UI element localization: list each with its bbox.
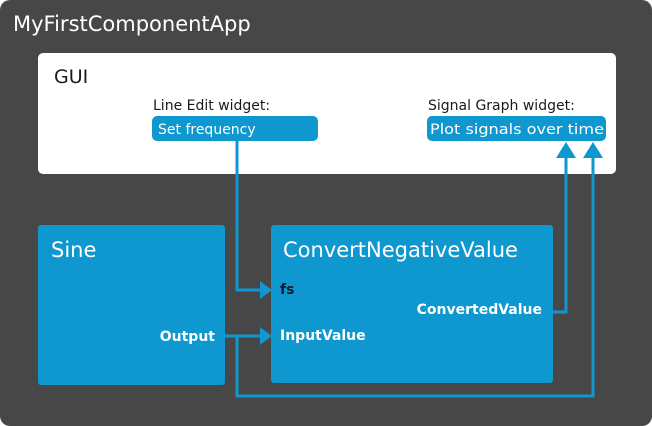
convert-component[interactable] [271,225,553,383]
gui-title: GUI [54,66,88,88]
gui-panel [38,53,616,174]
convert-output-port[interactable]: ConvertedValue [417,302,542,318]
signal-graph-label: Plot signals over time [430,122,604,138]
connection-output-to-graph [235,156,595,398]
arrow-graph-right [583,142,603,158]
connection-converted-to-graph [553,156,568,314]
sine-component[interactable] [38,225,225,385]
line-edit-caption: Line Edit widget: [153,98,270,114]
connections [225,141,595,398]
convert-title: ConvertNegativeValue [283,238,518,262]
line-edit-widget[interactable] [152,116,318,141]
line-edit-label: Set frequency [158,122,256,138]
sine-output-port[interactable]: Output [160,329,216,345]
app-title: MyFirstComponentApp [13,12,251,36]
connection-line-edit-to-fs [235,141,262,292]
signal-graph-widget[interactable] [427,116,606,141]
arrow-fs [260,281,272,299]
arrowheads [260,142,603,345]
sine-title: Sine [51,238,96,262]
convert-fs-port[interactable]: fs [280,282,294,298]
arrow-graph-left [556,142,576,158]
convert-input-port[interactable]: InputValue [280,328,366,344]
signal-graph-caption: Signal Graph widget: [428,98,575,114]
arrow-input [260,327,272,345]
